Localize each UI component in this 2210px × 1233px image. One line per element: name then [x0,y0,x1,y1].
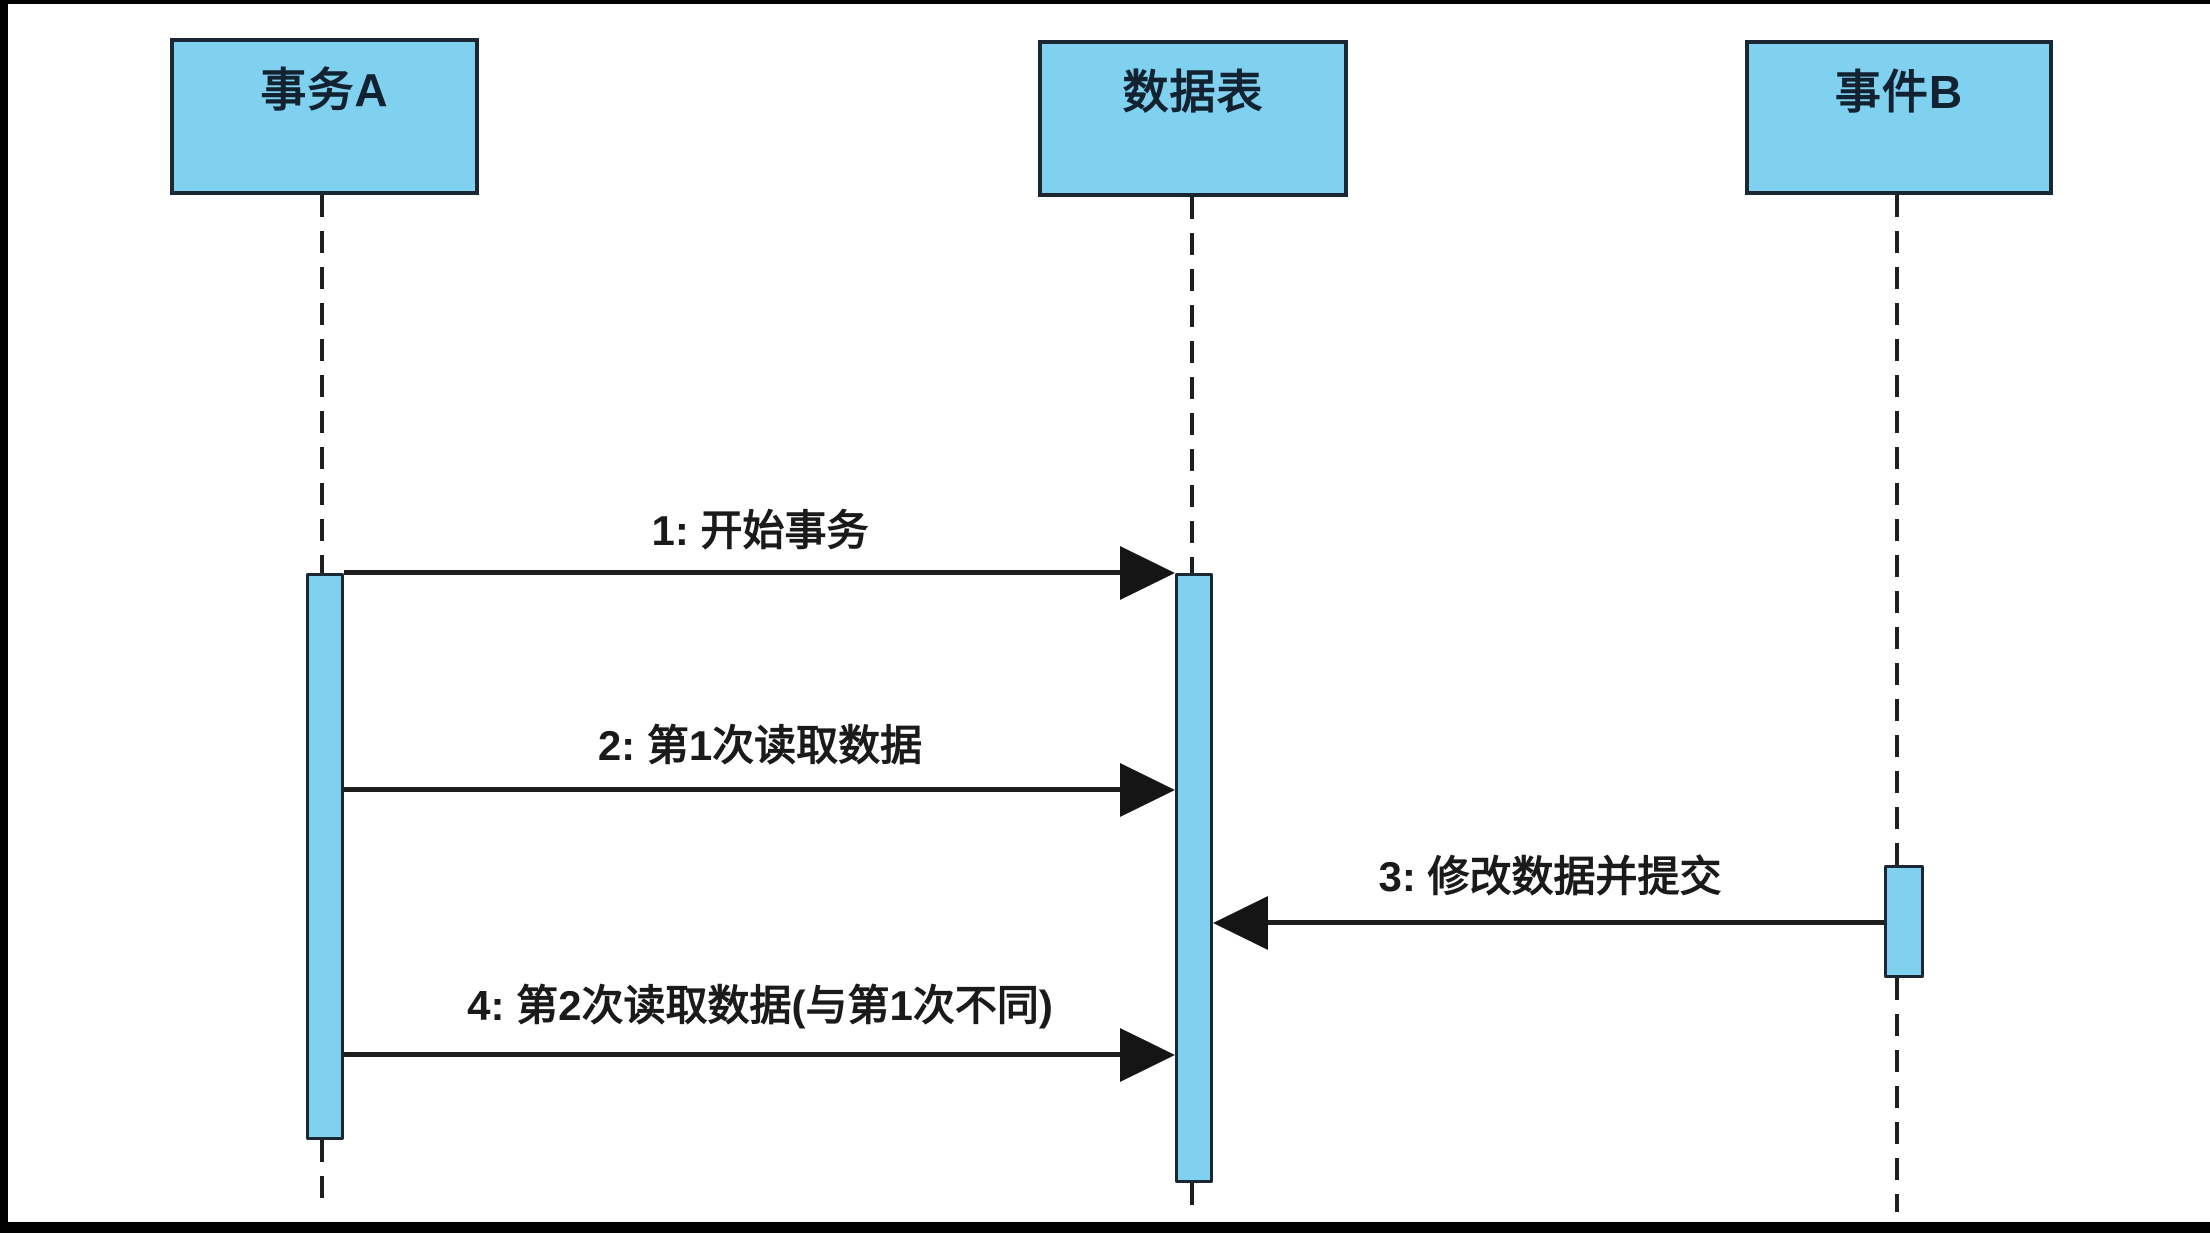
message-2-line [344,787,1125,792]
message-1-label: 1: 开始事务 [651,507,869,554]
actor-box-transaction-a: 事务A [170,38,479,195]
actor-label-transaction-a: 事务A [260,64,389,116]
frame-left-edge [0,0,8,1233]
actor-label-event-b: 事件B [1834,66,1964,118]
lifeline-event-b-lower [1895,978,1899,1212]
actor-box-data-table: 数据表 [1038,40,1348,197]
actor-box-event-b: 事件B [1745,40,2053,195]
message-4-arrowhead-icon [1120,1028,1175,1082]
message-2-arrowhead-icon [1120,763,1175,817]
lifeline-transaction-a-upper [320,195,324,573]
message-4-line [344,1052,1125,1057]
message-3-label: 3: 修改数据并提交 [1378,853,1722,900]
lifeline-data-table-lower [1190,1183,1194,1212]
lifeline-event-b-upper [1895,195,1899,865]
activation-event-b [1884,865,1924,978]
message-1-arrowhead-icon [1120,546,1175,600]
frame-top-edge [0,0,2210,4]
message-3-arrowhead-icon [1213,896,1268,950]
actor-label-data-table: 数据表 [1122,66,1264,118]
lifeline-data-table-upper [1190,197,1194,573]
message-4-label: 4: 第2次读取数据(与第1次不同) [467,982,1053,1029]
message-2-label: 2: 第1次读取数据 [597,722,923,769]
message-3-line [1266,920,1884,925]
activation-transaction-a [306,573,344,1140]
frame-bottom-edge [0,1222,2210,1233]
activation-data-table [1175,573,1213,1183]
lifeline-transaction-a-lower [320,1140,324,1212]
message-1-line [344,570,1125,575]
